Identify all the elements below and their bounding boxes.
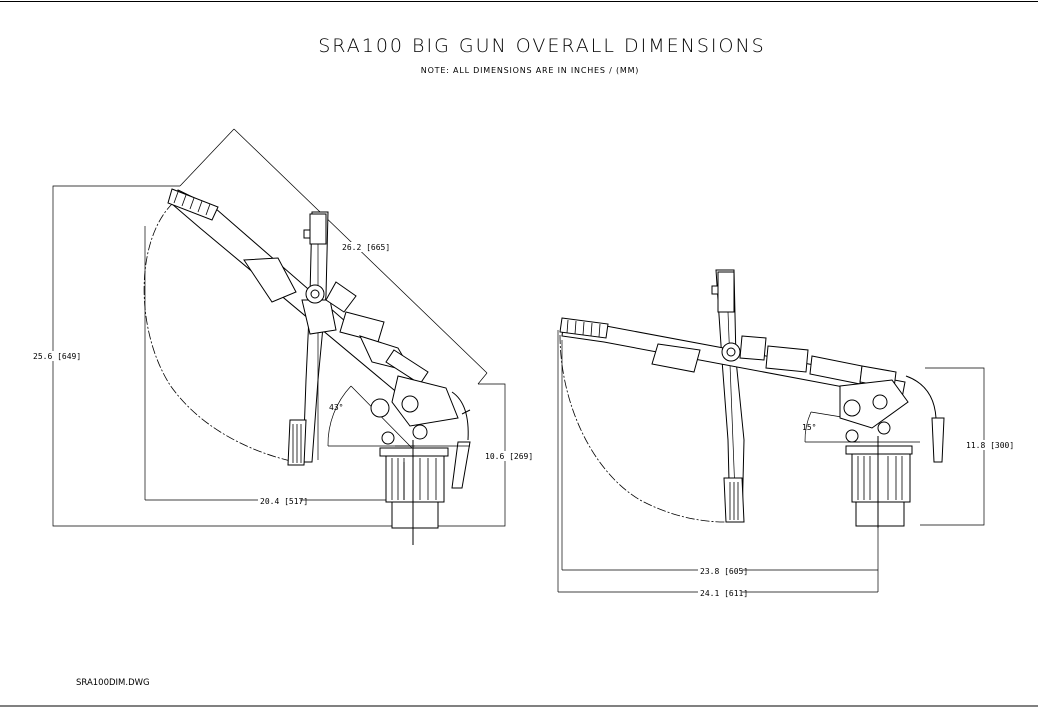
left-view: 26.2 [665] 25.6 [649] 10.6 [269] 20.4 [5… bbox=[31, 128, 533, 545]
right-gun-mechanism bbox=[839, 375, 945, 463]
left-diagonal-dimension-label: 26.2 [665] bbox=[342, 243, 390, 252]
left-outer-dimension-frame bbox=[52, 185, 506, 527]
right-side-dimension-label: 11.8 [300] bbox=[966, 441, 1014, 450]
left-gun-base bbox=[379, 440, 449, 545]
left-rotation-arc bbox=[143, 202, 296, 463]
drawing-title: SRA100 BIG GUN OVERALL DIMENSIONS bbox=[318, 35, 765, 57]
left-gun-barrel bbox=[167, 188, 431, 411]
right-angle-label: 15° bbox=[802, 423, 816, 432]
left-drive-arm bbox=[451, 391, 469, 441]
left-angle-arc bbox=[327, 385, 352, 447]
right-rotation-arc bbox=[559, 334, 726, 523]
right-angle-arc bbox=[804, 411, 812, 443]
left-height-dimension-label: 25.6 [649] bbox=[33, 352, 81, 361]
left-width-dimension-label: 20.4 [517] bbox=[260, 497, 308, 506]
right-inner-width-dimension-label: 23.8 [605] bbox=[700, 567, 748, 576]
right-view: 15° 11.8 [300] 23.8 [605] 24.1 [611] bbox=[557, 269, 1014, 598]
drawing-filename: SRA100DIM.DWG bbox=[76, 678, 150, 688]
left-diagonal-extension-bottom bbox=[477, 372, 488, 385]
left-counterweight bbox=[451, 441, 471, 489]
right-counterweight bbox=[931, 417, 945, 463]
left-diagonal-extension-top bbox=[179, 128, 235, 187]
left-gun-mechanism bbox=[370, 375, 471, 489]
right-drive-arm bbox=[905, 375, 937, 419]
right-gun-barrel bbox=[559, 317, 906, 399]
right-outer-width-dimension-label: 24.1 [611] bbox=[700, 589, 748, 598]
right-ghost-barrel bbox=[711, 269, 745, 523]
left-angle-label: 43° bbox=[329, 403, 343, 412]
right-gun-base bbox=[845, 436, 913, 528]
dimensions-note: NOTE: ALL DIMENSIONS ARE IN INCHES / (MM… bbox=[421, 66, 639, 75]
left-side-dimension-label: 10.6 [269] bbox=[485, 452, 533, 461]
left-ghost-barrel bbox=[287, 211, 329, 466]
